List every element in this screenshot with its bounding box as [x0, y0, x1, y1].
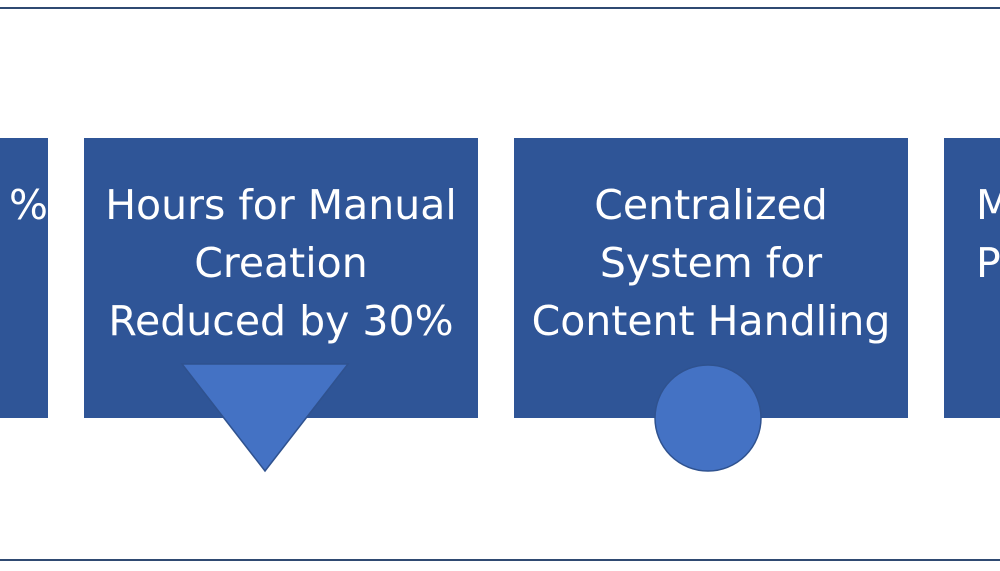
- top-rule: [0, 7, 1000, 9]
- box-right-partial-line-1: M: [976, 181, 1000, 229]
- bottom-rule: [0, 559, 1000, 561]
- box-right-partial-text: M P: [976, 176, 1000, 292]
- box-central-line-1: Centralized: [594, 181, 828, 229]
- box-central-text: Centralized System for Content Handling: [514, 176, 908, 350]
- box-hours-text: Hours for Manual Creation Reduced by 30%: [84, 176, 478, 350]
- circle-icon: [654, 364, 762, 472]
- box-left-partial: %: [0, 138, 48, 418]
- box-hours-line-1: Hours for Manual: [105, 181, 457, 229]
- box-hours-line-3: Reduced by 30%: [108, 297, 454, 345]
- box-right-partial-line-2: P: [976, 239, 1000, 287]
- box-hours-line-2: Creation: [194, 239, 368, 287]
- box-central-line-2: System for: [599, 239, 823, 287]
- triangle-down-icon: [180, 363, 350, 473]
- box-left-partial-text: %: [9, 176, 48, 234]
- box-central-line-3: Content Handling: [531, 297, 891, 345]
- box-left-partial-line-3: %: [9, 181, 48, 229]
- box-right-partial: M P: [944, 138, 1000, 418]
